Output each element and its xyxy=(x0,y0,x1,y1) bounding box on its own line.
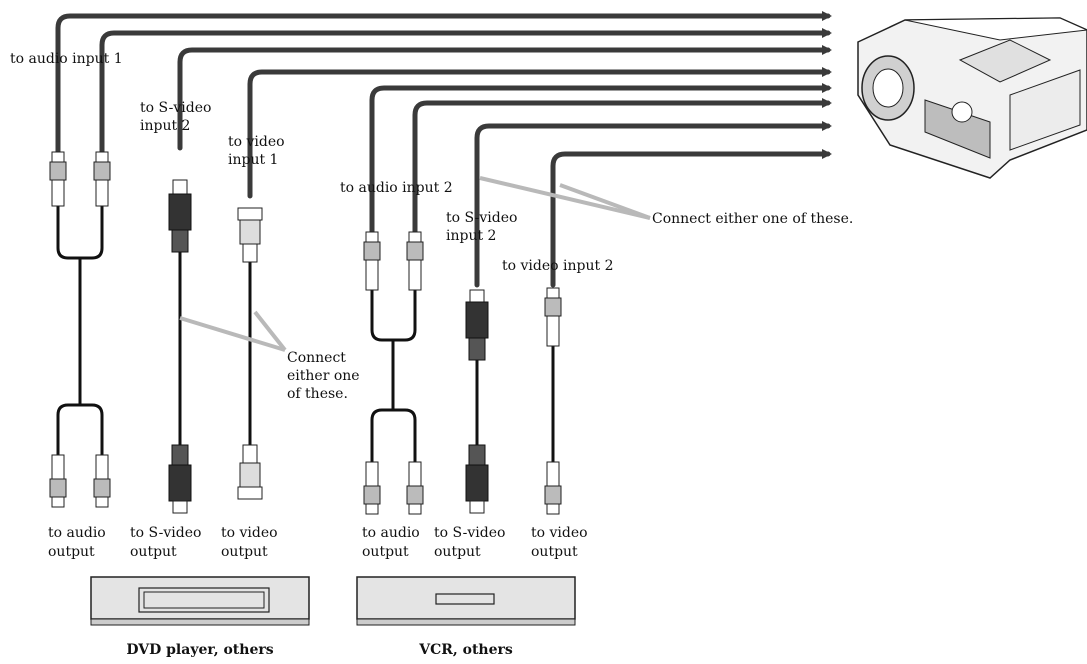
cable-audio-2-left xyxy=(369,83,832,237)
rca-plug-icon xyxy=(544,287,562,347)
cable-audio-2-right xyxy=(412,98,832,237)
label-audio-input-2: to audio input 2 xyxy=(340,180,453,196)
label-svideo-input-2-mid-a: to S-video xyxy=(446,210,517,226)
label-svideo-input-2-mid-b: input 2 xyxy=(446,228,496,244)
label-video-input-1-a: to video xyxy=(228,134,285,150)
bnc-plug-icon xyxy=(237,444,263,500)
label-out-video-b: output xyxy=(221,544,268,560)
label-svideo-input-2-top-b: input 2 xyxy=(140,118,190,134)
label-out-audio-a: to audio xyxy=(48,525,106,541)
label-out-audio-b: output xyxy=(48,544,95,560)
label-out2-video-a: to video xyxy=(531,525,588,541)
label-audio-input-1: to audio input 1 xyxy=(10,51,123,67)
label-svideo-input-2-top-a: to S-video xyxy=(140,100,211,116)
dvd-svideo-cable xyxy=(168,179,192,514)
vcr-caption: VCR, others xyxy=(418,642,513,658)
label-out2-audio-b: output xyxy=(362,544,409,560)
label-out-video-a: to video xyxy=(221,525,278,541)
cable-video-in-2 xyxy=(550,149,832,288)
label-video-input-2: to video input 2 xyxy=(502,258,613,274)
label-video-input-1-b: input 1 xyxy=(228,152,278,168)
cable-audio-1-right xyxy=(99,28,832,158)
dvd-audio-cable xyxy=(49,151,111,508)
rca-plug-icon xyxy=(363,461,381,515)
dvd-player xyxy=(90,576,310,626)
rca-plug-icon xyxy=(406,231,424,291)
rca-plug-icon xyxy=(93,454,111,508)
vcr-svideo-cable xyxy=(465,289,489,514)
rca-plug-icon xyxy=(49,454,67,508)
label-connect-either-left-a: Connect xyxy=(287,350,346,366)
svideo-plug-icon xyxy=(168,179,192,253)
cable-svideo-in-2-top xyxy=(177,45,832,151)
vcr-video-cable xyxy=(544,287,562,515)
svideo-plug-icon xyxy=(465,289,489,361)
rca-plug-icon xyxy=(406,461,424,515)
bnc-plug-icon xyxy=(237,207,263,263)
label-out2-video-b: output xyxy=(531,544,578,560)
label-connect-either-left-b: either one xyxy=(287,368,360,384)
cable-svideo-in-2-mid xyxy=(474,121,832,288)
label-connect-either-left-c: of these. xyxy=(287,386,348,402)
vcr-audio-cable xyxy=(363,231,424,515)
label-out2-audio-a: to audio xyxy=(362,525,420,541)
label-connect-either-right: Connect either one of these. xyxy=(652,211,853,227)
svideo-plug-icon xyxy=(168,444,192,514)
rca-plug-icon xyxy=(363,231,381,291)
cable-video-in-1 xyxy=(247,67,832,199)
dvd-video-cable xyxy=(237,207,263,500)
vcr xyxy=(356,576,576,626)
cables-to-projector xyxy=(55,11,832,288)
rca-plug-icon xyxy=(49,151,67,207)
svideo-plug-icon xyxy=(465,444,489,514)
label-out-svideo-a: to S-video xyxy=(130,525,201,541)
cable-audio-1-left xyxy=(55,11,832,158)
dvd-caption: DVD player, others xyxy=(126,642,273,658)
rca-plug-icon xyxy=(93,151,111,207)
rca-plug-icon xyxy=(544,461,562,515)
label-out2-svideo-b: output xyxy=(434,544,481,560)
label-out-svideo-b: output xyxy=(130,544,177,560)
projector xyxy=(857,17,1087,179)
label-out2-svideo-a: to S-video xyxy=(434,525,505,541)
leader-lines xyxy=(179,176,651,352)
